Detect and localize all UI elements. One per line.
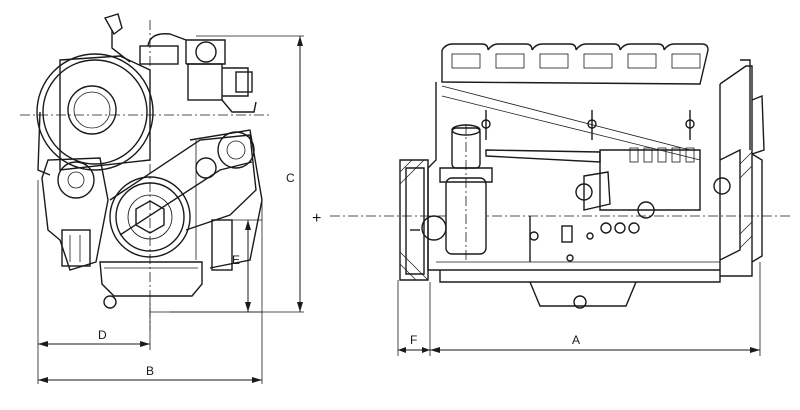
dimension-a-label: A bbox=[572, 333, 580, 347]
rear-bellhousing bbox=[713, 59, 765, 277]
dimension-c-label: C bbox=[286, 171, 295, 185]
injection-pump bbox=[485, 147, 701, 234]
dimension-d: D bbox=[37, 180, 151, 384]
fan-housing bbox=[36, 53, 154, 176]
crank-pulley bbox=[109, 176, 191, 258]
front-flange bbox=[399, 159, 447, 281]
dimension-e: E bbox=[232, 220, 251, 312]
top-fittings bbox=[103, 13, 257, 113]
idler-pulleys bbox=[57, 131, 257, 236]
side-view bbox=[330, 43, 790, 356]
dimension-b-label: B bbox=[146, 364, 154, 378]
front-view bbox=[20, 13, 304, 330]
dimension-c: C bbox=[286, 36, 303, 312]
oil-filter bbox=[439, 124, 493, 262]
head-studs bbox=[481, 110, 695, 140]
center-cross-mark: + bbox=[312, 210, 321, 227]
alternator bbox=[41, 157, 109, 271]
fuel-fittings bbox=[529, 216, 594, 262]
dimension-a: A bbox=[430, 333, 760, 353]
side-oil-pan bbox=[439, 270, 721, 309]
cylinder-heads bbox=[441, 43, 709, 85]
dimension-f: F bbox=[398, 333, 430, 353]
dimension-d-label: D bbox=[98, 328, 107, 342]
oil-sump bbox=[99, 261, 203, 309]
dimension-f-label: F bbox=[410, 333, 417, 347]
dimension-b: B bbox=[38, 200, 263, 384]
dimension-e-label: E bbox=[232, 253, 240, 267]
